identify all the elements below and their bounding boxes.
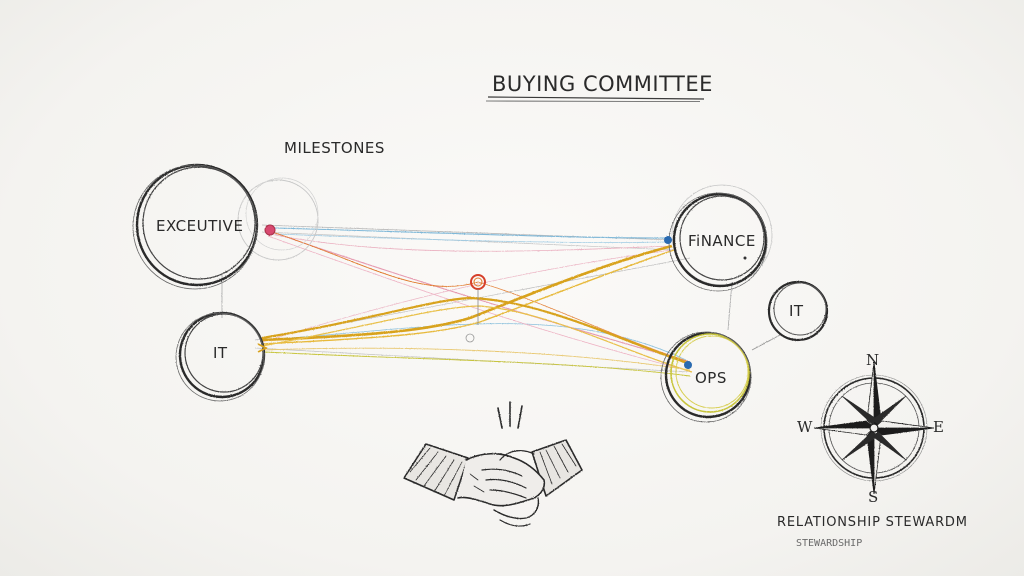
handshake-icon (403, 401, 583, 527)
relationship-caption: RELATIONSHIP STEWARDM (777, 515, 968, 530)
node-ops (660, 331, 752, 423)
node-label-finance: FiNANCE (688, 232, 756, 250)
title-group: BUYING COMMITTEE (485, 72, 713, 102)
diagram-title: BUYING COMMITTEE (492, 72, 713, 96)
compass-rose-icon (813, 361, 935, 495)
node-executive (132, 163, 319, 290)
caption-scribble: STEWARDSHIP (796, 538, 862, 549)
compass-west-label: W (797, 418, 813, 436)
node-finance (664, 184, 773, 292)
node-label-it-right: IT (789, 302, 804, 320)
node-label-it-left: IT (213, 344, 228, 362)
node-it-left (175, 311, 268, 402)
node-it-right (767, 280, 829, 342)
connection-lines (221, 224, 781, 377)
node-label-executive: EXCEUTIVE (156, 217, 243, 235)
compass-east-label: E (933, 418, 944, 436)
milestones-label: MILESTONES (284, 139, 385, 157)
node-label-ops: OPS (695, 369, 727, 387)
milestone-marker (465, 274, 486, 343)
compass-south-label: S (868, 488, 879, 506)
compass-north-label: N (866, 351, 880, 369)
